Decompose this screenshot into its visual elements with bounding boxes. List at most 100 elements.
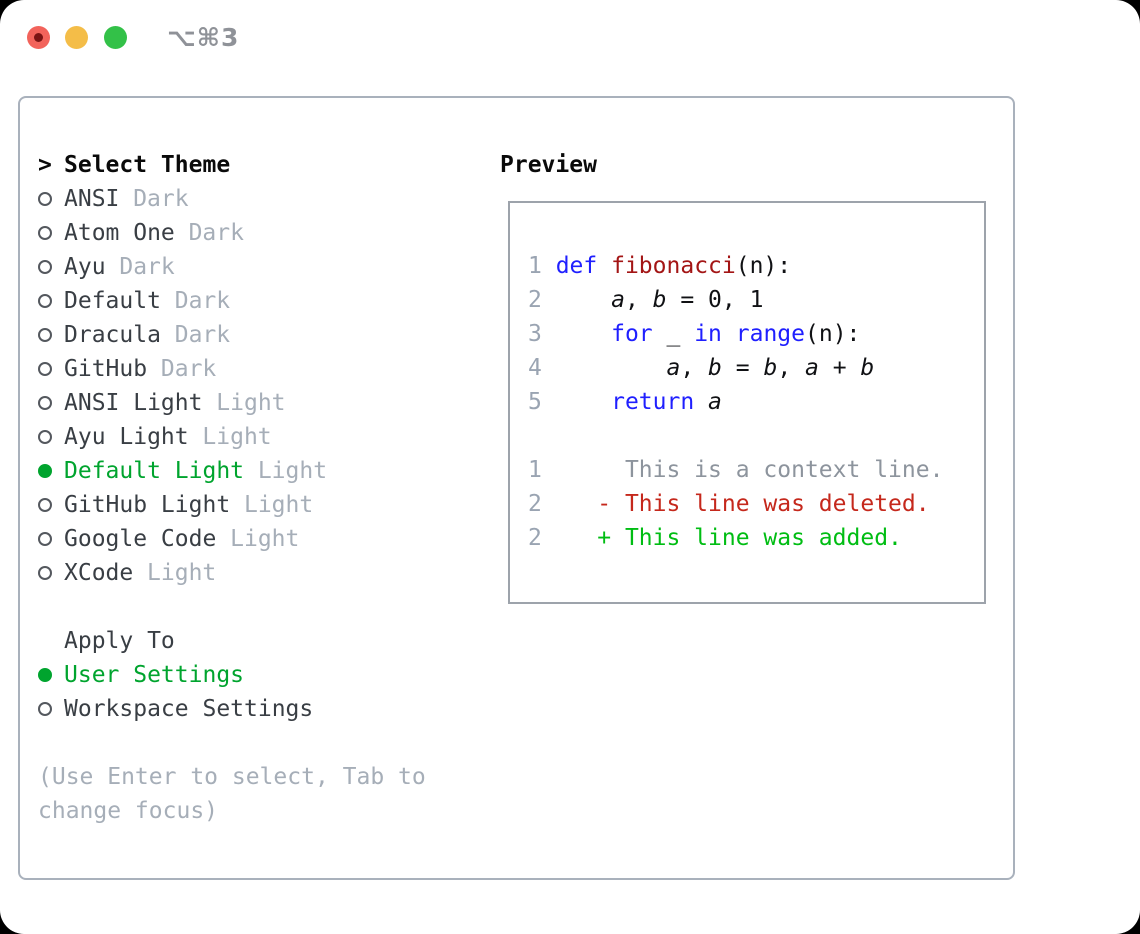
code-segment: (n): [805, 321, 861, 347]
select-theme-title: Select Theme [64, 152, 231, 178]
code-segment: fibonacci [611, 253, 736, 279]
preview-line [528, 419, 943, 453]
code-segment [556, 287, 611, 313]
code-segment: def [555, 253, 598, 279]
theme-variant: Dark [133, 186, 189, 212]
apply-option-workspace-settings[interactable]: Workspace Settings [38, 692, 498, 726]
code-segment: (n): [735, 253, 792, 279]
theme-name: Dracula [64, 322, 161, 348]
select-theme-header: > Select Theme [38, 148, 498, 182]
theme-variant: Light [216, 390, 286, 416]
code-segment: , [680, 355, 709, 381]
line-number: 2 [528, 287, 556, 313]
theme-variant: Light [257, 458, 328, 484]
code-segment: in [694, 321, 722, 347]
code-segment [694, 389, 708, 415]
radio-icon [38, 396, 52, 410]
theme-option-ansi[interactable]: ANSI Dark [38, 182, 498, 216]
radio-icon [38, 566, 52, 580]
theme-variant: Light [202, 424, 272, 450]
code-segment [722, 321, 736, 347]
zoom-button[interactable] [104, 26, 127, 49]
theme-variant: Light [230, 526, 300, 552]
code-segment: = 0, 1 [666, 287, 764, 313]
code-segment: , [777, 355, 806, 381]
code-segment: a [708, 389, 722, 415]
radio-icon [38, 328, 52, 342]
code-segment: _ [652, 321, 695, 347]
code-segment: b [708, 355, 722, 381]
prompt-icon: > [38, 152, 52, 178]
help-text: (Use Enter to select, Tab to change focu… [38, 764, 426, 824]
radio-icon [38, 362, 52, 376]
preview-title: Preview [500, 152, 597, 178]
theme-name: Ayu Light [64, 424, 189, 450]
theme-name: Default [64, 288, 161, 314]
code-segment: = [721, 355, 764, 381]
theme-variant: Dark [174, 288, 231, 314]
theme-name: Google Code [64, 526, 217, 552]
theme-option-ayu[interactable]: Ayu Dark [38, 250, 498, 284]
close-button[interactable] [27, 26, 50, 49]
theme-option-atom-one[interactable]: Atom One Dark [38, 216, 498, 250]
theme-name: GitHub [64, 356, 148, 382]
radio-selected-icon [38, 668, 52, 682]
theme-variant: Dark [119, 254, 175, 280]
radio-icon [38, 192, 52, 206]
apply-option-label: User Settings [64, 662, 245, 688]
minimize-button[interactable] [65, 26, 88, 49]
theme-option-default[interactable]: Default Dark [38, 284, 498, 318]
code-segment: + This line was added. [555, 525, 902, 551]
theme-variant: Light [243, 492, 314, 518]
theme-name: ANSI [64, 186, 120, 212]
preview-line: 1 This is a context line. [528, 453, 943, 487]
preview-line: 2 a, b = 0, 1 [528, 283, 943, 317]
theme-name: Ayu [64, 254, 106, 280]
theme-option-google-code[interactable]: Google Code Light [38, 522, 498, 556]
radio-icon [38, 294, 52, 308]
line-number: 5 [528, 389, 556, 415]
window-shortcut-label: ⌥⌘3 [167, 23, 240, 52]
code-segment [556, 389, 611, 415]
line-number: 1 [528, 457, 556, 483]
spacer [38, 590, 498, 624]
line-number: 2 [528, 525, 556, 551]
code-segment [556, 321, 611, 347]
line-number [528, 423, 556, 449]
code-segment: a [666, 355, 681, 381]
preview-line: 2 + This line was added. [528, 521, 943, 555]
code-segment: for [611, 321, 653, 347]
code-segment: a [611, 287, 625, 313]
code-segment: b [860, 355, 875, 381]
theme-variant: Light [147, 560, 217, 586]
code-segment: This is a context line. [555, 457, 944, 483]
preview-line: 2 - This line was deleted. [528, 487, 943, 521]
code-segment: b [652, 287, 667, 313]
code-segment: - This line was deleted. [555, 491, 930, 517]
preview-line: 4 a, b = b, a + b [528, 351, 943, 385]
line-number: 4 [528, 355, 556, 381]
code-segment [597, 253, 611, 279]
apply-to-title: Apply To [64, 628, 175, 654]
apply-to-header: Apply To [38, 624, 498, 658]
theme-option-ayu-light[interactable]: Ayu Light Light [38, 420, 498, 454]
code-segment: , [624, 287, 653, 313]
theme-name: Atom One [64, 220, 175, 246]
radio-icon [38, 532, 52, 546]
code-segment: a [805, 355, 819, 381]
theme-variant: Dark [188, 220, 244, 246]
apply-option-user-settings[interactable]: User Settings [38, 658, 498, 692]
preview-line: 3 for _ in range(n): [528, 317, 943, 351]
code-segment [556, 355, 667, 381]
line-number: 2 [528, 491, 556, 517]
